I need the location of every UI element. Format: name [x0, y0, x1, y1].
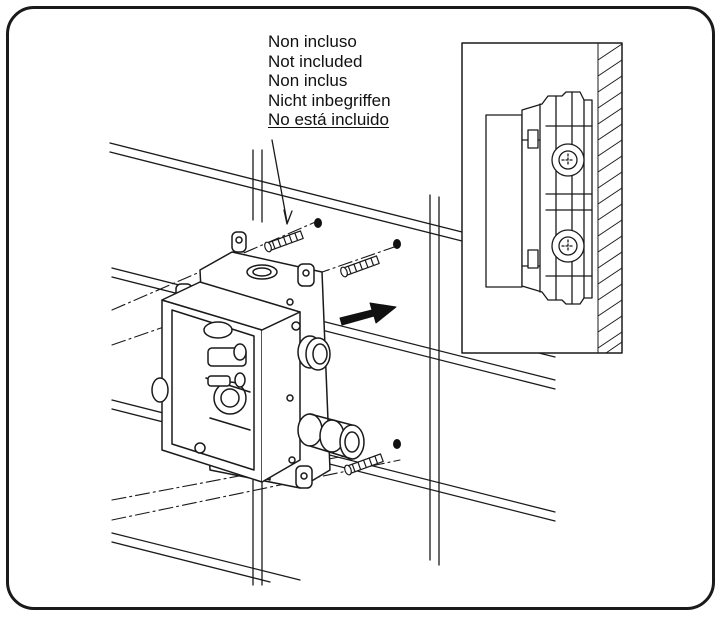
note-line-fr: Non inclus: [268, 71, 348, 90]
note-line-es: No está incluido: [268, 110, 389, 129]
push-arrow-icon: [339, 302, 397, 326]
note-line-it: Non incluso: [268, 32, 357, 51]
valve-body: [151, 231, 365, 489]
drill-hole-icon: [314, 218, 401, 449]
not-included-note: Non incluso Not included Non inclus Nich…: [268, 32, 391, 130]
note-line-de: Nicht inbegriffen: [268, 90, 391, 110]
wall-plug-icon: [264, 230, 384, 476]
wall-hatch: [597, 42, 623, 354]
detail-inset: [461, 42, 623, 354]
label-leader-line: [271, 139, 288, 223]
note-line-en: Not included: [268, 51, 363, 71]
